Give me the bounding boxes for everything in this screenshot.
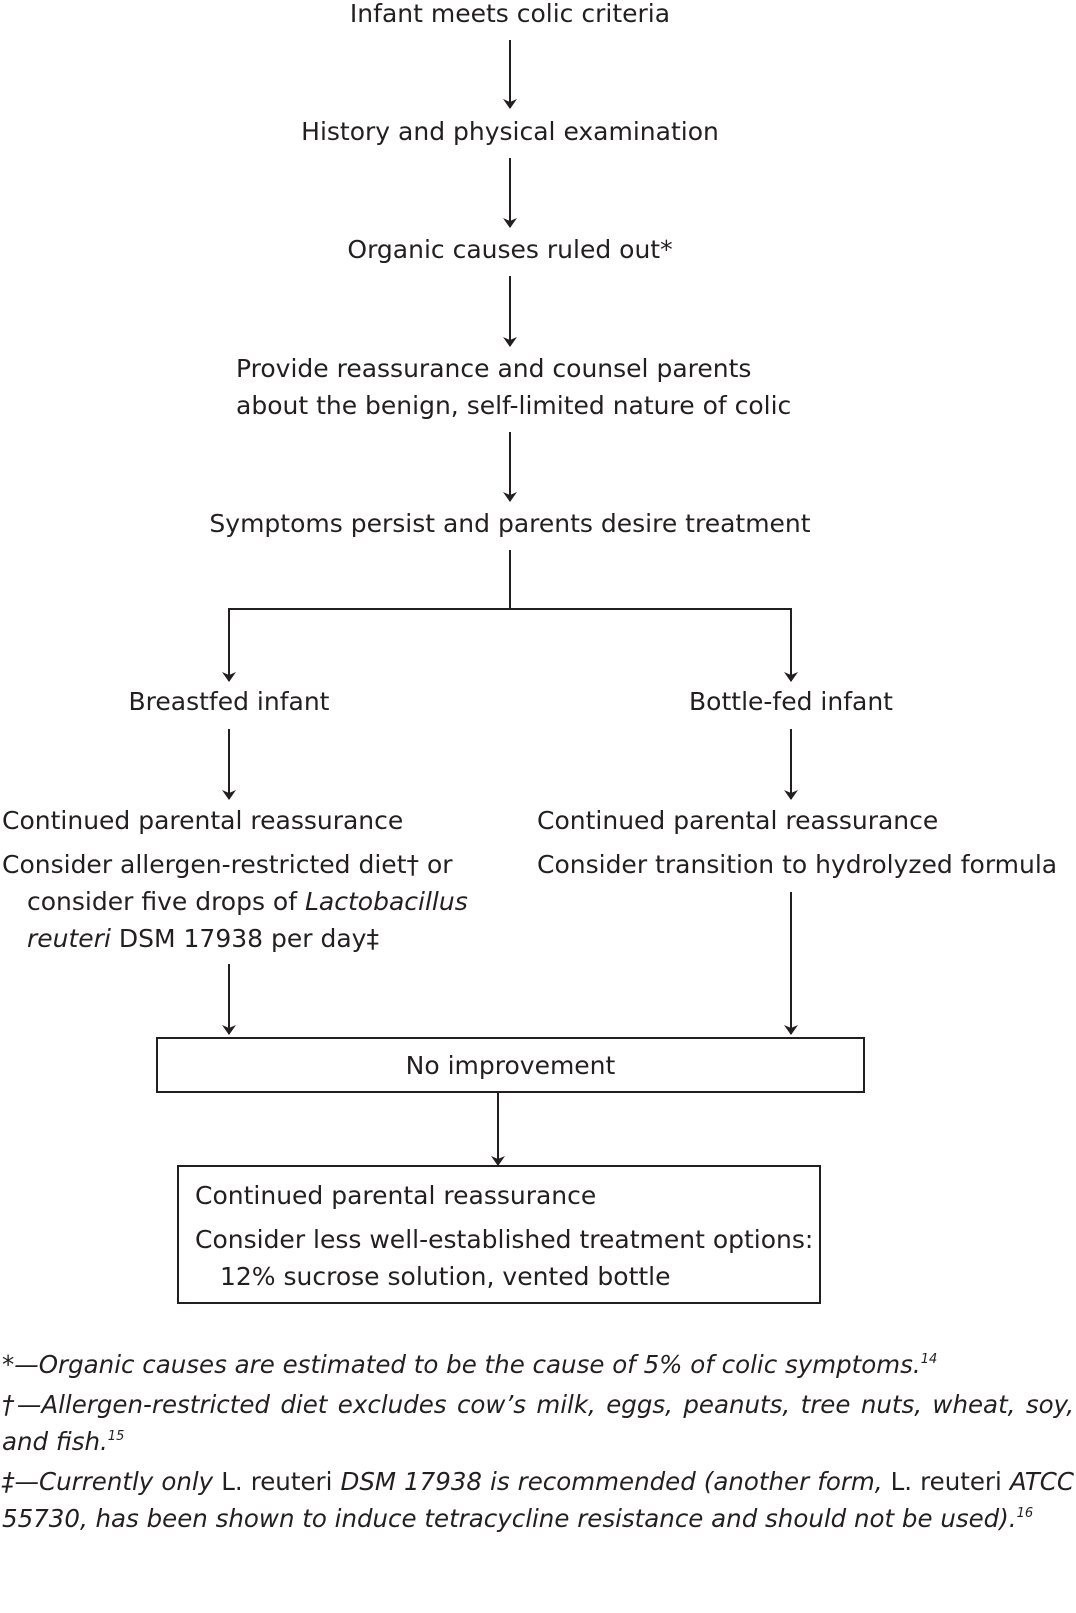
footnote-allergen-text: †—Allergen-restricted diet excludes cow’…: [2, 1390, 1074, 1456]
final-options-box: [177, 1165, 821, 1304]
node-organic-causes-ruled-out: Organic causes ruled out*: [347, 235, 673, 264]
breastfed-continued-reassurance: Continued parental reassurance: [2, 806, 404, 835]
final-consider-line-1: Consider less well-established treatment…: [195, 1225, 814, 1254]
node-bottle-fed-infant: Bottle-fed infant: [689, 687, 893, 716]
breastfed-dose-text: DSM 17938 per day‡: [110, 924, 379, 953]
footnote-reuteri-text-e: ATCC 55730, has been shown to induce tet…: [2, 1467, 1075, 1533]
footnote-ref-16: 16: [1016, 1506, 1034, 1521]
reuteri-species: reuteri: [27, 924, 111, 953]
node-history-and-physical: History and physical examination: [301, 117, 719, 146]
footnote-allergen-diet: †—Allergen-restricted diet excludes cow’…: [2, 1386, 1074, 1460]
footnote-reuteri-strain: ‡—Currently only L. reuteri DSM 17938 is…: [2, 1463, 1074, 1537]
node-reassurance-line-1: Provide reassurance and counsel parents: [236, 354, 752, 383]
breastfed-consider-line-2: consider five drops of Lactobacillus: [27, 883, 468, 920]
final-consider-line-2: 12% sucrose solution, vented bottle: [220, 1262, 671, 1291]
bottlefed-continued-reassurance: Continued parental reassurance: [537, 806, 939, 835]
breastfed-consider-text: consider five drops of: [27, 887, 305, 916]
footnote-reuteri-text-c: DSM 17938 is recommended (another form,: [332, 1467, 891, 1496]
branch-connector-right: [510, 608, 798, 682]
node-breastfed-infant: Breastfed infant: [128, 687, 330, 716]
footnote-ref-15: 15: [107, 1429, 125, 1444]
footnote-organic-text: *—Organic causes are estimated to be the…: [2, 1350, 921, 1379]
bottlefed-consider-formula: Consider transition to hydrolyzed formul…: [537, 850, 1058, 879]
footnote-reuteri-text-a: ‡—Currently only: [2, 1467, 222, 1496]
node-infant-meets-colic-criteria: Infant meets colic criteria: [349, 0, 671, 28]
footnote-organic-causes: *—Organic causes are estimated to be the…: [2, 1346, 1074, 1383]
footnote-ref-14: 14: [920, 1352, 938, 1367]
branch-connector: [222, 550, 511, 682]
footnote-reuteri-name-1: L. reuteri: [221, 1467, 333, 1496]
no-improvement-label: No improvement: [405, 1051, 616, 1080]
lactobacillus-genus: Lactobacillus: [304, 887, 468, 916]
final-continued-reassurance: Continued parental reassurance: [195, 1181, 597, 1210]
breastfed-consider-line-3: reuteri DSM 17938 per day‡: [27, 920, 379, 957]
breastfed-consider-line-1: Consider allergen-restricted diet† or: [2, 850, 453, 879]
footnote-reuteri-name-2: L. reuteri: [890, 1467, 1002, 1496]
node-reassurance-line-2: about the benign, self-limited nature of…: [236, 391, 792, 420]
no-improvement-box: [156, 1037, 865, 1093]
node-symptoms-persist: Symptoms persist and parents desire trea…: [209, 509, 811, 538]
